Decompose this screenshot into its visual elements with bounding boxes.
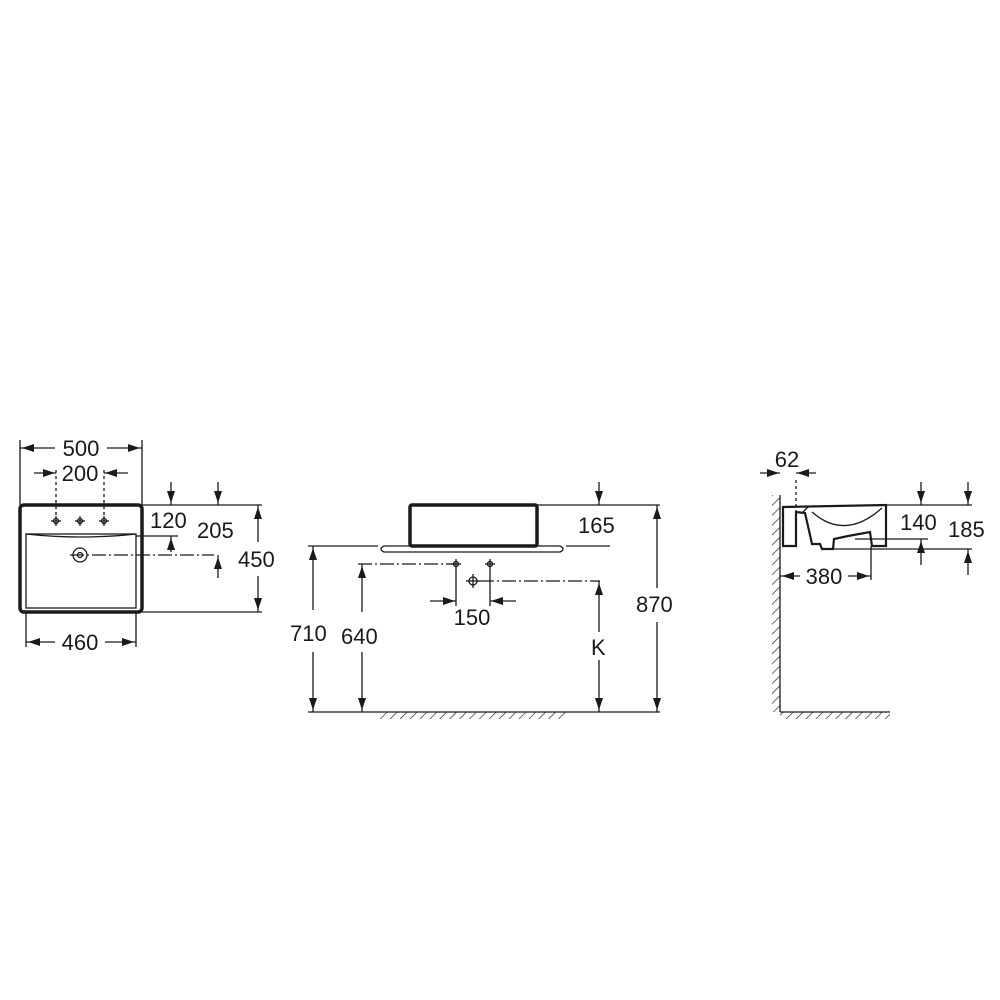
arrow-460-left [28, 638, 40, 646]
dim-870-label: 870 [636, 592, 673, 617]
arrow-150-right [491, 597, 503, 605]
dim-450-label: 450 [238, 547, 275, 572]
dim-205-label: 205 [197, 518, 234, 543]
arrow-450-top [254, 507, 262, 519]
basin-outline-top [18, 503, 144, 614]
arrow-150-left [443, 597, 455, 605]
arrow-k-top [595, 583, 603, 595]
arrow-200-left [43, 469, 55, 477]
rim-tip-side [802, 505, 810, 513]
arrow-205-top [214, 491, 222, 503]
arrow-205-bottom [214, 557, 222, 569]
bowl-back-curve [25, 533, 137, 538]
arrow-450-bottom [254, 598, 262, 610]
trap-marker [466, 574, 480, 588]
arrow-120-top [167, 491, 175, 503]
arrow-710-top [309, 548, 317, 560]
bowl-inner-top [25, 533, 137, 609]
arrow-62-right [797, 469, 809, 477]
front-view: 710 640 150 [290, 482, 673, 719]
tap-hole-right [99, 516, 109, 526]
waste-marker-right [485, 559, 495, 569]
arrow-380-left [782, 572, 794, 580]
countertop [380, 545, 564, 553]
dim-140-label: 140 [900, 510, 937, 535]
tap-hole-center [75, 516, 85, 526]
basin-front [408, 503, 539, 548]
dim-460-label: 460 [62, 630, 99, 655]
arrow-500-left [22, 444, 34, 452]
arrow-380-right [857, 572, 869, 580]
dim-640-label: 640 [341, 624, 378, 649]
dim-120-label: 120 [150, 508, 187, 533]
arrow-140-top [917, 491, 925, 503]
wall-hatch [772, 495, 780, 712]
arrow-870-top [653, 507, 661, 519]
arrow-185-top [964, 491, 972, 503]
floor-hatch-front [378, 712, 566, 719]
dim-200-label: 200 [62, 461, 99, 486]
arrow-200-right [105, 469, 117, 477]
dim-380-label: 380 [806, 564, 843, 589]
arrow-62-left [767, 469, 779, 477]
arrow-140-bottom [917, 541, 925, 553]
dim-500-label: 500 [63, 436, 100, 461]
top-view: 500 200 460 120 205 450 [18, 436, 275, 655]
arrow-710-bottom [309, 698, 317, 710]
dim-710-label: 710 [290, 621, 327, 646]
dim-185-label: 185 [948, 517, 985, 542]
side-view: 62 140 185 380 [760, 447, 985, 719]
floor-hatch-side [780, 712, 890, 719]
arrow-460-right [122, 638, 134, 646]
arrow-120-bottom [167, 538, 175, 550]
arrow-640-bottom [358, 698, 366, 710]
bowl-curve-side [811, 507, 883, 527]
arrow-500-right [128, 444, 140, 452]
dim-165-label: 165 [578, 513, 615, 538]
dim-150-label: 150 [454, 605, 491, 630]
waste-marker-left [451, 559, 461, 569]
arrow-870-bottom [653, 698, 661, 710]
arrow-185-bottom [964, 551, 972, 563]
basin-profile-side [781, 503, 888, 551]
tap-hole-left [51, 516, 61, 526]
dim-k-label: K [591, 635, 606, 660]
arrow-640-top [358, 566, 366, 578]
arrow-165-top [595, 491, 603, 503]
dim-62-label: 62 [775, 447, 799, 472]
arrow-k-bottom [595, 698, 603, 710]
